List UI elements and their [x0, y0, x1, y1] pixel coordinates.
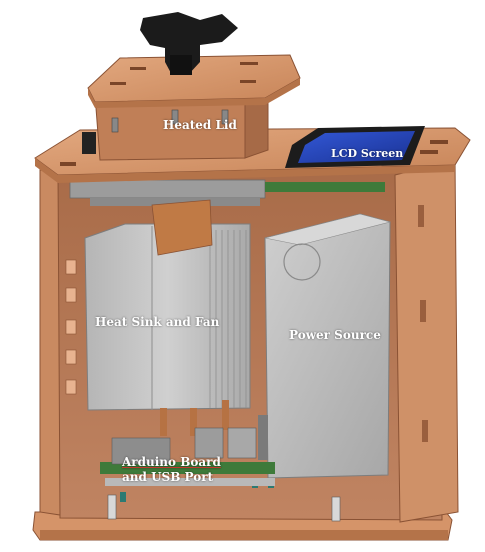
top-slot — [430, 140, 448, 144]
right-panel-tab — [422, 420, 428, 442]
power-source-body — [264, 213, 391, 479]
heat-sink-block — [84, 223, 251, 411]
base-bolts — [107, 494, 341, 522]
side-clip — [82, 132, 96, 154]
heat-sink-label: Heat Sink and Fan — [95, 315, 220, 329]
left-wall-slots — [65, 259, 77, 395]
arduino-bracket — [105, 478, 275, 486]
knob-shaft — [170, 55, 192, 75]
top-panel-edge — [35, 158, 455, 183]
arduino-label: Arduino Board and USB Port — [122, 455, 221, 485]
power-source-top — [264, 213, 392, 246]
top-slot — [60, 162, 76, 166]
enclosure-right-panel — [394, 159, 459, 523]
enclosure-left-panel — [39, 169, 61, 516]
pcb-top — [265, 182, 385, 192]
arduino-board — [100, 462, 275, 474]
heated-lid-label: Heated Lid — [163, 118, 237, 132]
power-source-label: Power Source — [289, 328, 381, 342]
arduino-label-line1: Arduino Board — [122, 455, 221, 469]
heated-lid-plate-edge — [88, 78, 300, 108]
usb-port — [111, 437, 171, 465]
arduino-component — [258, 415, 268, 460]
lcd-screen — [298, 131, 415, 163]
copper-strip — [151, 199, 213, 256]
lcd-screen-label: LCD Screen — [331, 147, 404, 160]
power-source-fan-icon — [283, 243, 321, 281]
lid-plate-slots — [110, 62, 258, 85]
arduino-component — [227, 427, 257, 459]
lid-screws — [111, 109, 229, 133]
arduino-label-line2: and USB Port — [122, 470, 214, 484]
base-plate-edge — [40, 530, 448, 540]
heat-sink-fins — [209, 230, 247, 408]
arduino-component — [194, 427, 224, 459]
knob-icon — [140, 12, 238, 75]
mounting-bracket — [69, 179, 266, 199]
right-panel-tab — [418, 205, 424, 227]
right-panel-tab — [420, 300, 426, 322]
mounting-bracket-bar — [90, 198, 260, 206]
heat-pipes — [160, 400, 229, 436]
top-slot — [420, 150, 438, 154]
